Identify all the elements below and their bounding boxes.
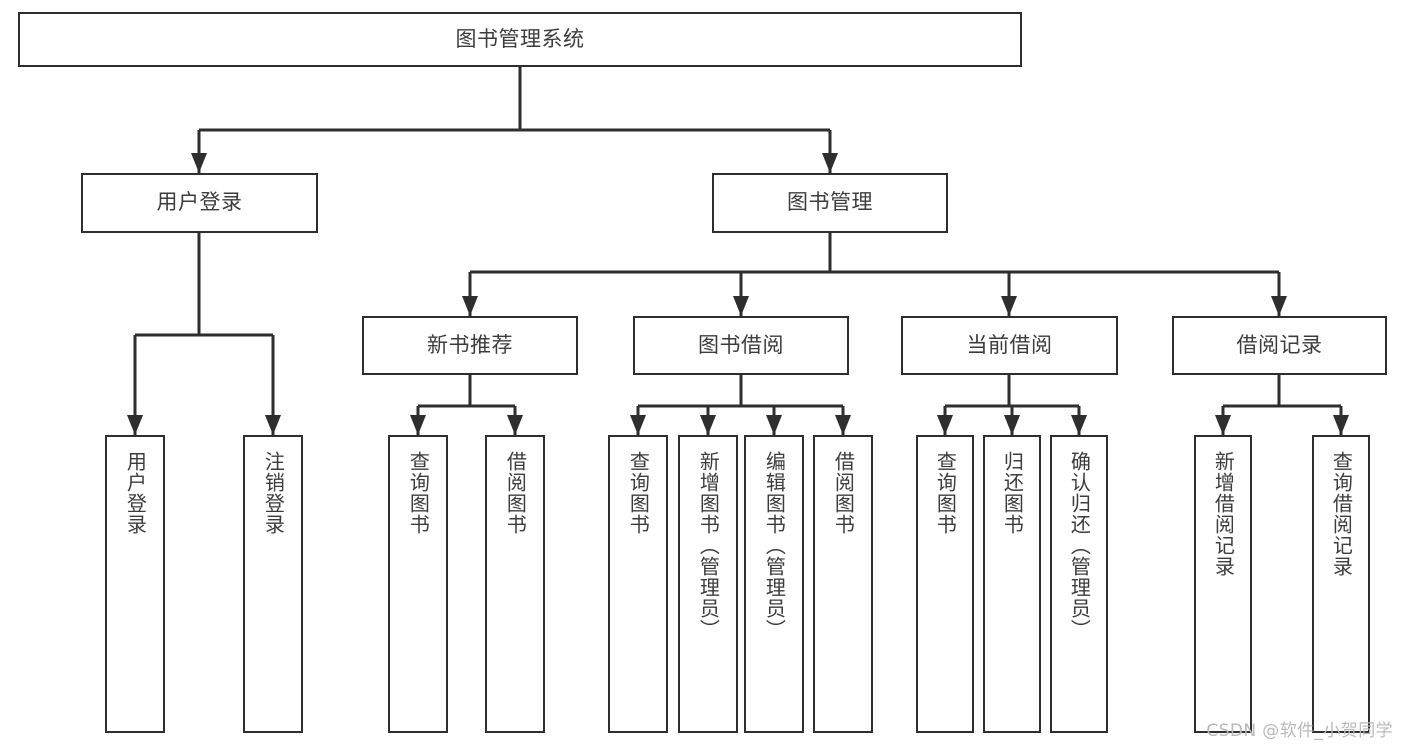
node-root-label: 图书管理系统 xyxy=(455,26,585,51)
arrowhead-current-to-leaves-0 xyxy=(937,415,953,435)
node-leaf-add-borrow-record[interactable]: 新增借阅记录 xyxy=(1194,435,1252,733)
arrowhead-borrow-to-leaves-3 xyxy=(835,415,851,435)
node-new-book-recommend[interactable]: 新书推荐 xyxy=(362,316,578,375)
node-leaf-logout-login[interactable]: 注销登录 xyxy=(243,435,303,733)
node-leaf-query-book-current-label: 查询图书 xyxy=(933,451,958,535)
node-leaf-edit-book-admin-label: 编辑图书（管理员） xyxy=(762,451,787,640)
node-leaf-confirm-return-admin-label: 确认归还（管理员） xyxy=(1067,451,1092,640)
node-leaf-add-book-admin[interactable]: 新增图书（管理员） xyxy=(678,435,738,733)
node-leaf-query-book-current[interactable]: 查询图书 xyxy=(916,435,974,733)
node-leaf-query-book-borrow[interactable]: 查询图书 xyxy=(608,435,668,733)
arrowhead-current-to-leaves-2 xyxy=(1071,415,1087,435)
node-leaf-return-book-label: 归还图书 xyxy=(1000,451,1025,535)
node-leaf-confirm-return-admin[interactable]: 确认归还（管理员） xyxy=(1050,435,1108,733)
arrowhead-current-to-leaves-1 xyxy=(1004,415,1020,435)
node-leaf-user-login-label: 用户登录 xyxy=(123,451,148,535)
node-new-book-recommend-label: 新书推荐 xyxy=(427,332,513,357)
arrowhead-borrow-to-leaves-0 xyxy=(630,415,646,435)
node-user-login[interactable]: 用户登录 xyxy=(81,173,318,233)
node-leaf-borrow-book-recommend[interactable]: 借阅图书 xyxy=(485,435,545,733)
arrowhead-book-manage-to-level2-1 xyxy=(733,296,749,316)
node-current-borrow[interactable]: 当前借阅 xyxy=(901,316,1118,375)
arrowhead-user-login-to-leaves-1 xyxy=(265,415,281,435)
node-book-manage-label: 图书管理 xyxy=(787,190,873,215)
node-book-manage[interactable]: 图书管理 xyxy=(712,173,948,233)
node-borrow-record[interactable]: 借阅记录 xyxy=(1172,316,1387,375)
node-leaf-query-book-recommend-label: 查询图书 xyxy=(406,451,431,535)
node-leaf-add-borrow-record-label: 新增借阅记录 xyxy=(1211,451,1236,577)
node-leaf-query-borrow-record-label: 查询借阅记录 xyxy=(1329,451,1354,577)
arrowhead-borrow-to-leaves-2 xyxy=(766,415,782,435)
node-current-borrow-label: 当前借阅 xyxy=(966,332,1053,357)
arrowhead-book-manage-to-level2-2 xyxy=(1001,296,1017,316)
arrowhead-recommend-to-leaves-1 xyxy=(507,415,523,435)
arrowhead-recommend-to-leaves-0 xyxy=(410,415,426,435)
arrowhead-book-manage-to-level2-0 xyxy=(462,296,478,316)
node-leaf-borrow-book[interactable]: 借阅图书 xyxy=(813,435,873,733)
node-leaf-user-login[interactable]: 用户登录 xyxy=(105,435,165,733)
node-leaf-add-book-admin-label: 新增图书（管理员） xyxy=(696,451,721,640)
arrowhead-root-to-level1-0 xyxy=(191,153,207,173)
node-leaf-logout-login-label: 注销登录 xyxy=(261,451,286,535)
node-user-login-label: 用户登录 xyxy=(156,190,243,215)
node-book-borrow-label: 图书借阅 xyxy=(698,332,784,357)
node-root[interactable]: 图书管理系统 xyxy=(18,12,1022,67)
arrowhead-book-manage-to-level2-3 xyxy=(1271,296,1287,316)
node-leaf-return-book[interactable]: 归还图书 xyxy=(983,435,1041,733)
node-book-borrow[interactable]: 图书借阅 xyxy=(633,316,849,375)
node-leaf-query-book-borrow-label: 查询图书 xyxy=(626,451,651,535)
arrowhead-user-login-to-leaves-0 xyxy=(127,415,143,435)
arrowhead-borrow-to-leaves-1 xyxy=(700,415,716,435)
arrowhead-record-to-leaves-1 xyxy=(1333,415,1349,435)
node-leaf-query-book-recommend[interactable]: 查询图书 xyxy=(388,435,448,733)
node-leaf-borrow-book-recommend-label: 借阅图书 xyxy=(503,451,528,535)
node-borrow-record-label: 借阅记录 xyxy=(1236,332,1323,357)
arrowhead-root-to-level1-1 xyxy=(822,153,838,173)
watermark: CSDN @软件_小贺同学 xyxy=(1206,721,1393,741)
node-leaf-borrow-book-label: 借阅图书 xyxy=(831,451,856,535)
arrowhead-record-to-leaves-0 xyxy=(1215,415,1231,435)
node-leaf-query-borrow-record[interactable]: 查询借阅记录 xyxy=(1312,435,1370,733)
node-leaf-edit-book-admin[interactable]: 编辑图书（管理员） xyxy=(744,435,804,733)
